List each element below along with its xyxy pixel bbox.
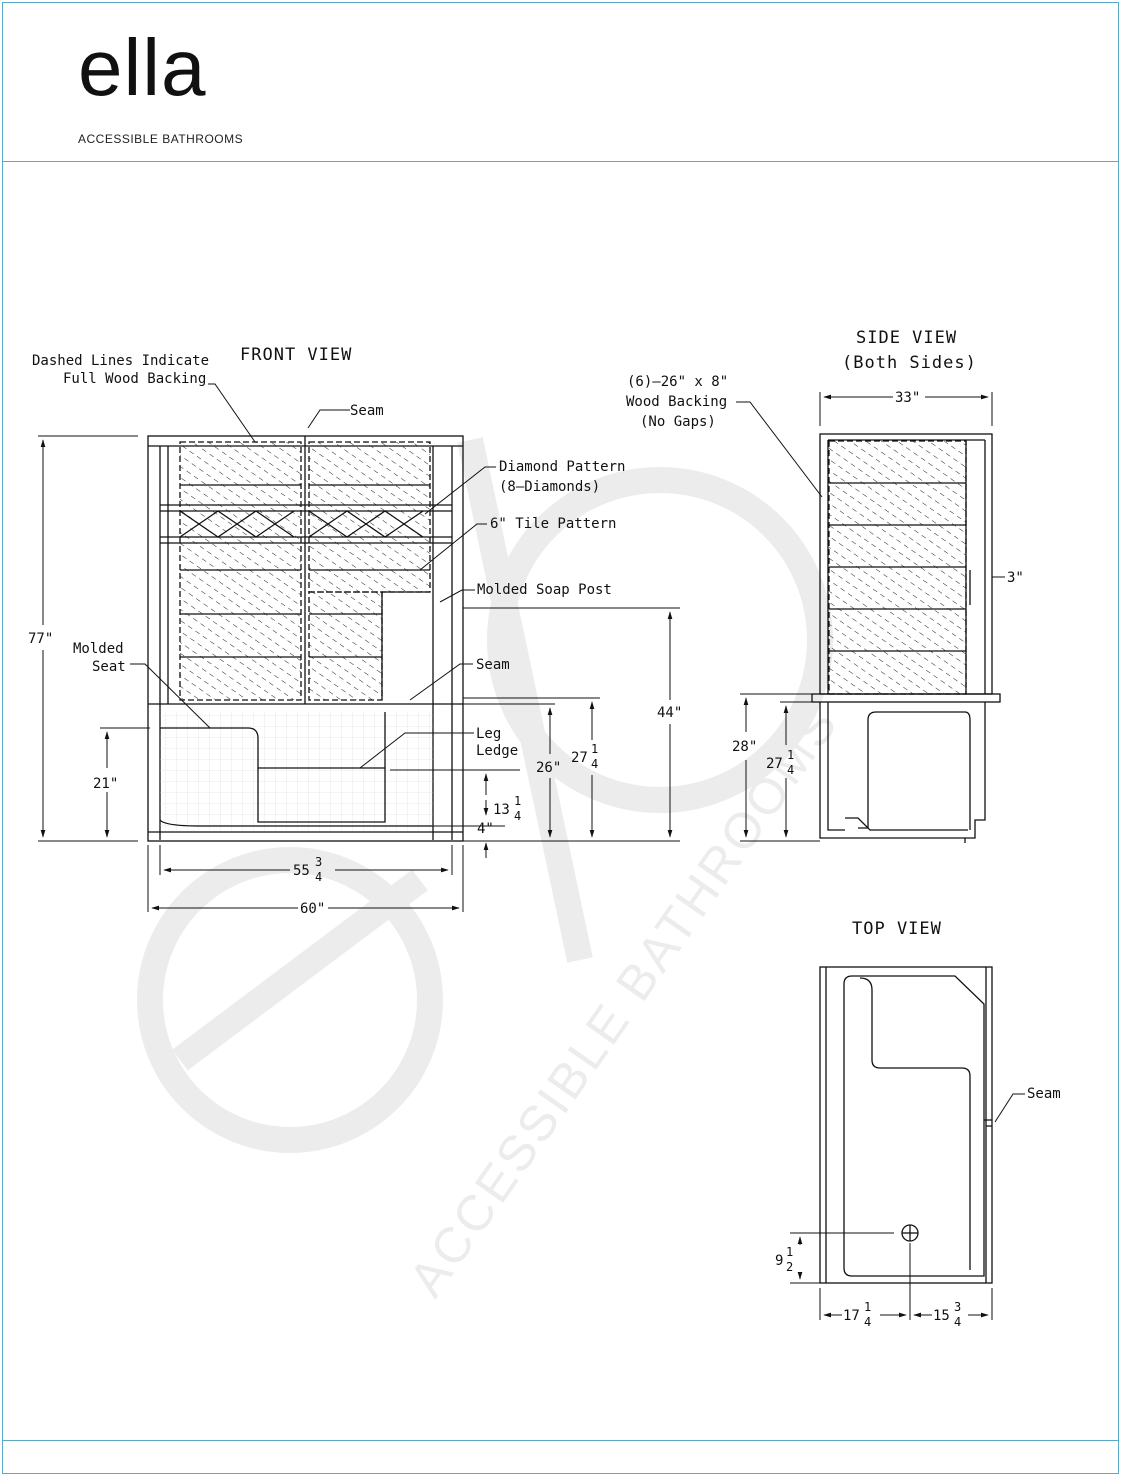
watermark — [137, 437, 833, 1153]
wood-backing-label-2: Wood Backing — [626, 394, 727, 410]
seam-top-label: Seam — [350, 403, 384, 419]
dashed-lines-label-2: Full Wood Backing — [63, 371, 206, 387]
dim-inner-height-whole: 27 — [571, 750, 588, 766]
diamond-pattern-label-1: Diamond Pattern — [499, 459, 625, 475]
dim-side-height-inner-den: 4 — [787, 763, 794, 777]
dim-inner-width-num: 3 — [315, 855, 322, 869]
header-divider — [2, 161, 1119, 162]
side-view-text: SIDE VIEW (Both Sides) (6)–26" x 8" Wood… — [626, 328, 1024, 777]
dim-left-den: 4 — [864, 1315, 871, 1329]
front-view-title: FRONT VIEW — [240, 345, 352, 365]
wood-backing-label-1: (6)–26" x 8" — [627, 374, 728, 390]
dim-left-whole: 17 — [843, 1308, 860, 1324]
dim-height-total: 77" — [28, 631, 53, 647]
side-view-title-1: SIDE VIEW — [856, 328, 957, 348]
dim-left-num: 1 — [864, 1300, 871, 1314]
front-view — [147, 435, 464, 842]
dim-flange: 3" — [1007, 570, 1024, 586]
top-view-title: TOP VIEW — [852, 919, 942, 939]
dim-drain-y-num: 1 — [786, 1245, 793, 1259]
molded-seat-label-2: Seat — [92, 659, 126, 675]
footer-divider — [2, 1440, 1119, 1441]
dim-depth: 33" — [895, 390, 920, 406]
tile-pattern-label: 6" Tile Pattern — [490, 516, 616, 532]
dim-inner-width-whole: 55 — [293, 863, 310, 879]
top-view — [819, 966, 993, 1284]
dim-drain-y-whole: 9 — [775, 1253, 783, 1269]
diamond-pattern-label-2: (8–Diamonds) — [499, 479, 600, 495]
wood-backing-label-3: (No Gaps) — [640, 414, 716, 430]
top-seam-label: Seam — [1027, 1086, 1061, 1102]
front-view-text: FRONT VIEW Dashed Lines Indicate Full Wo… — [28, 345, 682, 917]
brand-logo: ella — [78, 23, 207, 112]
front-view-dimensions — [38, 383, 680, 912]
dim-side-height-outer: 28" — [732, 739, 757, 755]
dim-step-den: 4 — [514, 809, 521, 823]
seam-mid-label: Seam — [476, 657, 510, 673]
dim-soap-height: 44" — [657, 705, 682, 721]
dim-right-whole: 15 — [933, 1308, 950, 1324]
leg-ledge-label-1: Leg — [476, 726, 501, 742]
dim-step-num: 1 — [514, 794, 521, 808]
dim-right-num: 3 — [954, 1300, 961, 1314]
dim-side-height-inner-whole: 27 — [766, 756, 783, 772]
leg-ledge-label-2: Ledge — [476, 743, 518, 759]
dim-side-height-inner-num: 1 — [787, 748, 794, 762]
soap-post-label: Molded Soap Post — [477, 582, 612, 598]
dim-inner-height-num: 1 — [591, 742, 598, 756]
dim-inner-width-den: 4 — [315, 870, 322, 884]
brand-subtitle: ACCESSIBLE BATHROOMS — [78, 132, 244, 146]
dashed-lines-label-1: Dashed Lines Indicate — [32, 353, 209, 369]
dim-right-den: 4 — [954, 1315, 961, 1329]
dim-base: 4" — [477, 821, 494, 837]
dim-inner-height-den: 4 — [591, 757, 598, 771]
dim-ledge-height: 26" — [536, 760, 561, 776]
side-view-dimensions — [736, 392, 1005, 842]
dim-seat-height: 21" — [93, 776, 118, 792]
top-view-dimensions — [790, 1093, 1025, 1320]
side-view-title-2: (Both Sides) — [842, 353, 977, 373]
molded-seat-label-1: Molded — [73, 641, 124, 657]
dim-outer-width: 60" — [300, 901, 325, 917]
top-view-text: TOP VIEW Seam 9 1 2 17 1 4 15 3 4 — [775, 919, 1061, 1329]
dim-step-whole: 13 — [493, 802, 510, 818]
dim-drain-y-den: 2 — [786, 1260, 793, 1274]
side-view — [811, 433, 1001, 843]
